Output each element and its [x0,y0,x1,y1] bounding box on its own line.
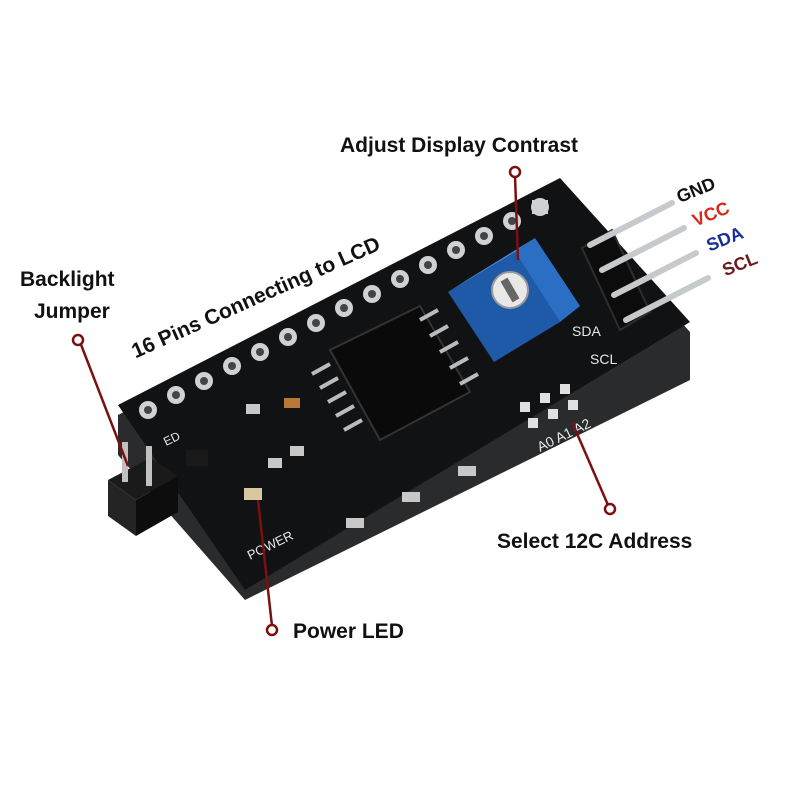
leader-dots [71,165,617,637]
silkscreen-scl: SCL [590,351,617,367]
i2c-pin-header [580,200,711,332]
label-select-address: Select 12C Address [497,530,693,553]
label-adjust-contrast: Adjust Display Contrast [340,134,579,157]
contrast-potentiometer [448,238,580,362]
ic-chip [311,304,479,442]
label-backlight: Backlight [20,268,115,291]
label-jumper: Jumper [34,300,110,323]
smd-components [244,398,476,528]
label-power-led: Power LED [293,620,404,643]
silkscreen-led: ED [161,429,182,449]
leader-lines [78,175,610,627]
backlight-jumper [108,442,208,536]
address-pads [520,384,578,428]
silkscreen-sda: SDA [572,323,601,339]
